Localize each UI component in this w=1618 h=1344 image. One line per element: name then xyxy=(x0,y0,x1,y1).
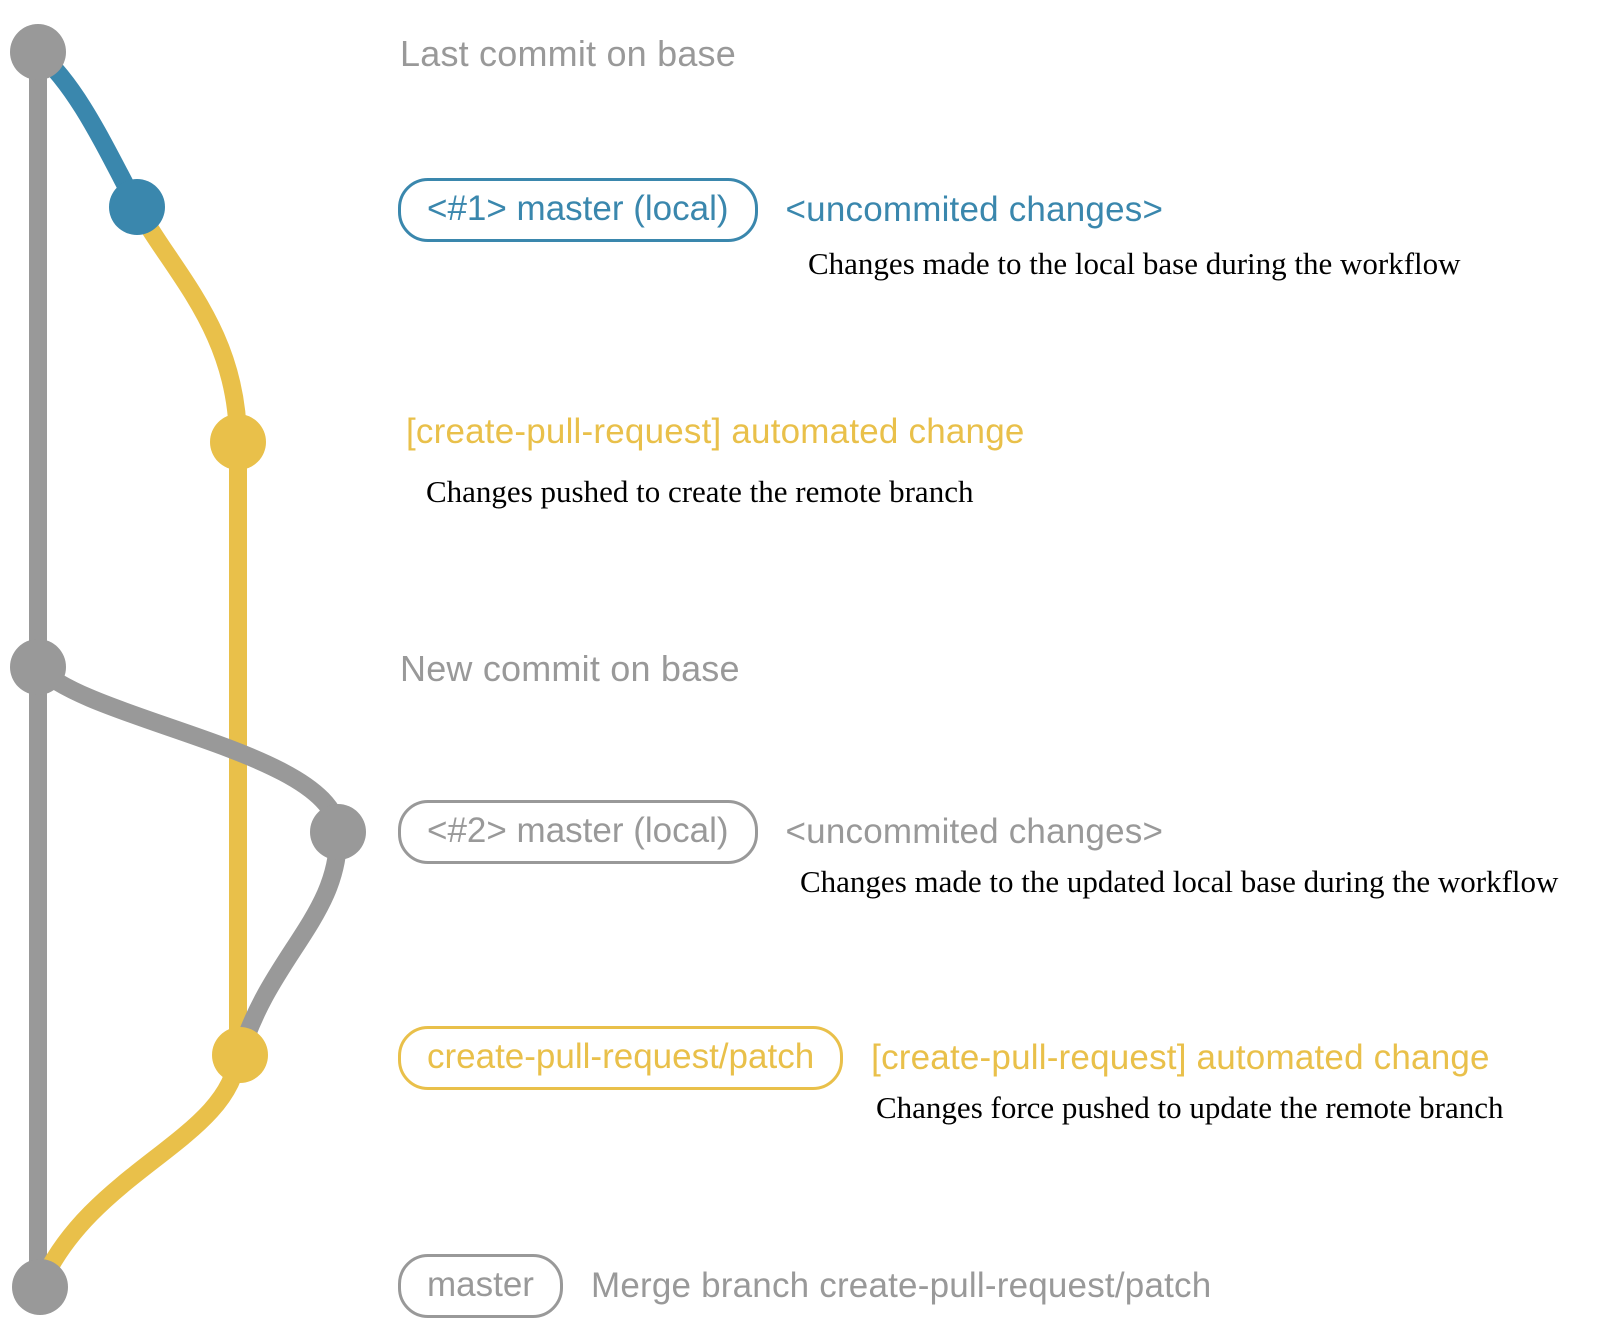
commit-row-last-commit-on-base: Last commit on base xyxy=(400,33,736,75)
commit-row-automated-change-1: [create-pull-request] automated change xyxy=(406,412,1025,452)
commit-row-master-local-2: <#2> master (local) <uncommited changes> xyxy=(398,800,1164,865)
updated-local-master-branch-line xyxy=(31,660,348,1058)
commit-dot-last-commit-on-base xyxy=(10,24,66,80)
commit-dot-uncommited-changes-2 xyxy=(310,804,366,860)
commit-dot-merge-branch xyxy=(12,1259,68,1315)
commit-row-master-local-1: <#1> master (local) <uncommited changes> xyxy=(398,178,1164,243)
commit-dot-automated-change-1 xyxy=(210,414,266,470)
commit-row-patch-branch: create-pull-request/patch [create-pull-r… xyxy=(398,1026,1490,1091)
branch-badge-create-pull-request-patch: create-pull-request/patch xyxy=(398,1026,844,1091)
commit-message: Merge branch create-pull-request/patch xyxy=(590,1266,1212,1306)
commit-dot-uncommited-changes-1 xyxy=(109,179,165,235)
commit-message: [create-pull-request] automated change xyxy=(406,412,1025,451)
commit-message: New commit on base xyxy=(400,648,740,689)
branch-badge-master: master xyxy=(398,1254,563,1319)
branch-badge-master-local-2: <#2> master (local) xyxy=(398,800,758,865)
branch-badge-master-local-1: <#1> master (local) xyxy=(398,178,758,243)
commit-message: [create-pull-request] automated change xyxy=(871,1038,1490,1078)
commit-caption: Changes pushed to create the remote bran… xyxy=(426,474,974,509)
commit-dot-new-commit-on-base xyxy=(10,639,66,695)
commit-message: <uncommited changes> xyxy=(785,190,1164,230)
commit-message: Last commit on base xyxy=(400,33,736,74)
commit-message: <uncommited changes> xyxy=(785,812,1164,852)
commit-dot-automated-change-2 xyxy=(212,1027,268,1083)
commit-caption: Changes made to the updated local base d… xyxy=(800,864,1559,899)
commit-caption: Changes force pushed to update the remot… xyxy=(876,1090,1504,1125)
branch-graph xyxy=(10,24,366,1315)
commit-caption: Changes made to the local base during th… xyxy=(808,246,1461,281)
commit-row-merge: master Merge branch create-pull-request/… xyxy=(398,1254,1212,1319)
commit-row-new-commit-on-base: New commit on base xyxy=(400,648,740,690)
